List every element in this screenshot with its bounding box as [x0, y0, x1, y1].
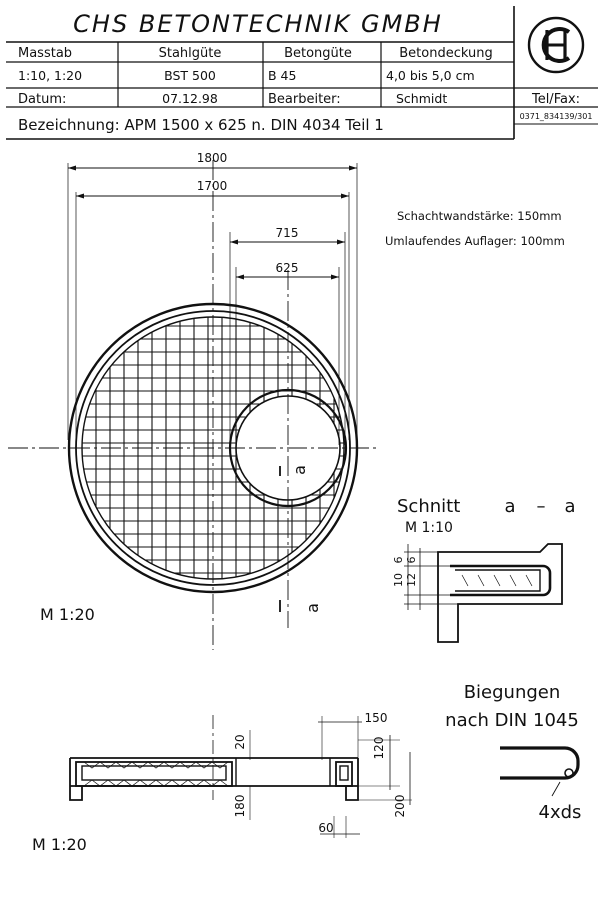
opening-outer-edge: [228, 388, 348, 508]
company-name: CHS BETONTECHNIK GMBH: [73, 10, 443, 38]
section-dim-6a: 6: [392, 557, 405, 564]
elev-dim-20: 20: [233, 734, 247, 749]
stahlguete-label: Stahlgüte: [159, 46, 222, 61]
betonguete-value: B 45: [268, 68, 296, 83]
massstab-value: 1:10, 1:20: [18, 68, 82, 83]
elev-dim-150: 150: [365, 711, 388, 725]
plan-view: [8, 160, 380, 650]
datum-label: Datum:: [18, 92, 66, 107]
bearbeiter-value: Schmidt: [396, 91, 447, 106]
elev-dim-180: 180: [233, 795, 247, 818]
plan-scale: M 1:20: [40, 605, 95, 624]
elevation-scale: M 1:20: [32, 835, 87, 854]
datum-value: 07.12.98: [162, 91, 218, 106]
dim-1800: 1800: [197, 151, 228, 165]
section-title-a2: a: [564, 496, 575, 517]
dim-625: 625: [276, 261, 299, 275]
chs-logo-icon: [527, 16, 585, 74]
bending-title-2: nach DIN 1045: [445, 710, 579, 731]
section-title-a1: a: [504, 496, 515, 517]
bending-detail-icon: [500, 746, 580, 797]
elevation-drawing: [69, 715, 412, 838]
note-support: Umlaufendes Auflager: 100mm: [385, 234, 565, 248]
outer-slab-edge: [67, 302, 359, 594]
section-dim-12: 12: [405, 573, 418, 587]
telfax-label: Tel/Fax:: [531, 92, 580, 107]
rebar-ring: [81, 316, 345, 580]
section-mark-a-bottom: a: [303, 603, 322, 613]
section-dim-10: 10: [392, 573, 405, 587]
section-dim-6b: 6: [405, 557, 418, 564]
bending-label: 4xds: [539, 802, 582, 823]
bezeichnung: Bezeichnung: APM 1500 x 625 n. DIN 4034 …: [18, 116, 384, 134]
dim-715: 715: [276, 226, 299, 240]
bending-title-1: Biegungen: [464, 682, 561, 703]
telfax-value: 0371_834139/301: [520, 112, 593, 121]
section-title-dash: –: [537, 496, 546, 517]
title-block: [6, 6, 598, 140]
section-title-word: Schnitt: [397, 496, 460, 517]
dim-1700: 1700: [197, 179, 228, 193]
betondeckung-value: 4,0 bis 5,0 cm: [386, 68, 475, 83]
note-wall-thickness: Schachtwandstärke: 150mm: [397, 209, 562, 223]
section-scale: M 1:10: [405, 520, 453, 536]
bearbeiter-label: Bearbeiter:: [268, 92, 341, 107]
elev-dim-200: 200: [393, 795, 407, 818]
betonguete-label: Betongüte: [284, 46, 352, 61]
betondeckung-label: Betondeckung: [399, 46, 492, 61]
opening-inner-edge: [235, 395, 341, 501]
stahlguete-value: BST 500: [164, 68, 216, 83]
massstab-label: Masstab: [18, 46, 72, 61]
elev-dim-60: 60: [318, 821, 333, 835]
elev-dim-120: 120: [372, 737, 386, 760]
inner-slab-edge: [75, 310, 351, 586]
section-aa-drawing: [404, 543, 563, 643]
section-mark-a-top: a: [290, 465, 309, 475]
